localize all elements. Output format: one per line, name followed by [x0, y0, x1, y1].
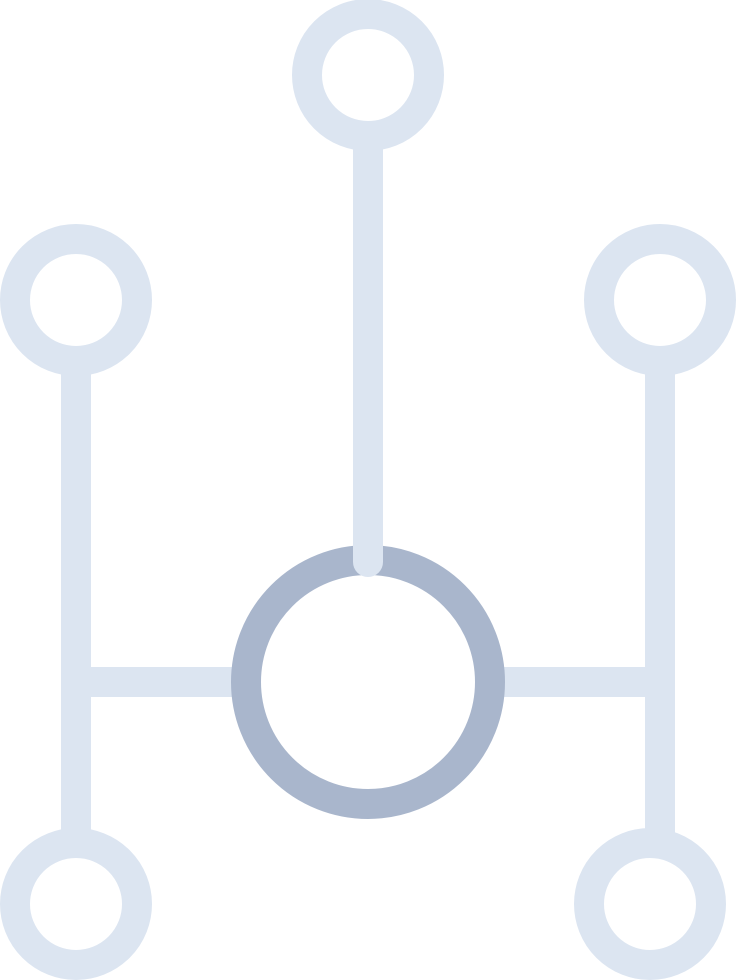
node-upper-left — [0, 224, 152, 376]
node-top — [292, 0, 444, 151]
node-center-hub — [231, 545, 505, 819]
node-upper-right — [584, 224, 736, 376]
node-lower-right — [574, 828, 726, 980]
node-lower-left — [0, 828, 152, 980]
